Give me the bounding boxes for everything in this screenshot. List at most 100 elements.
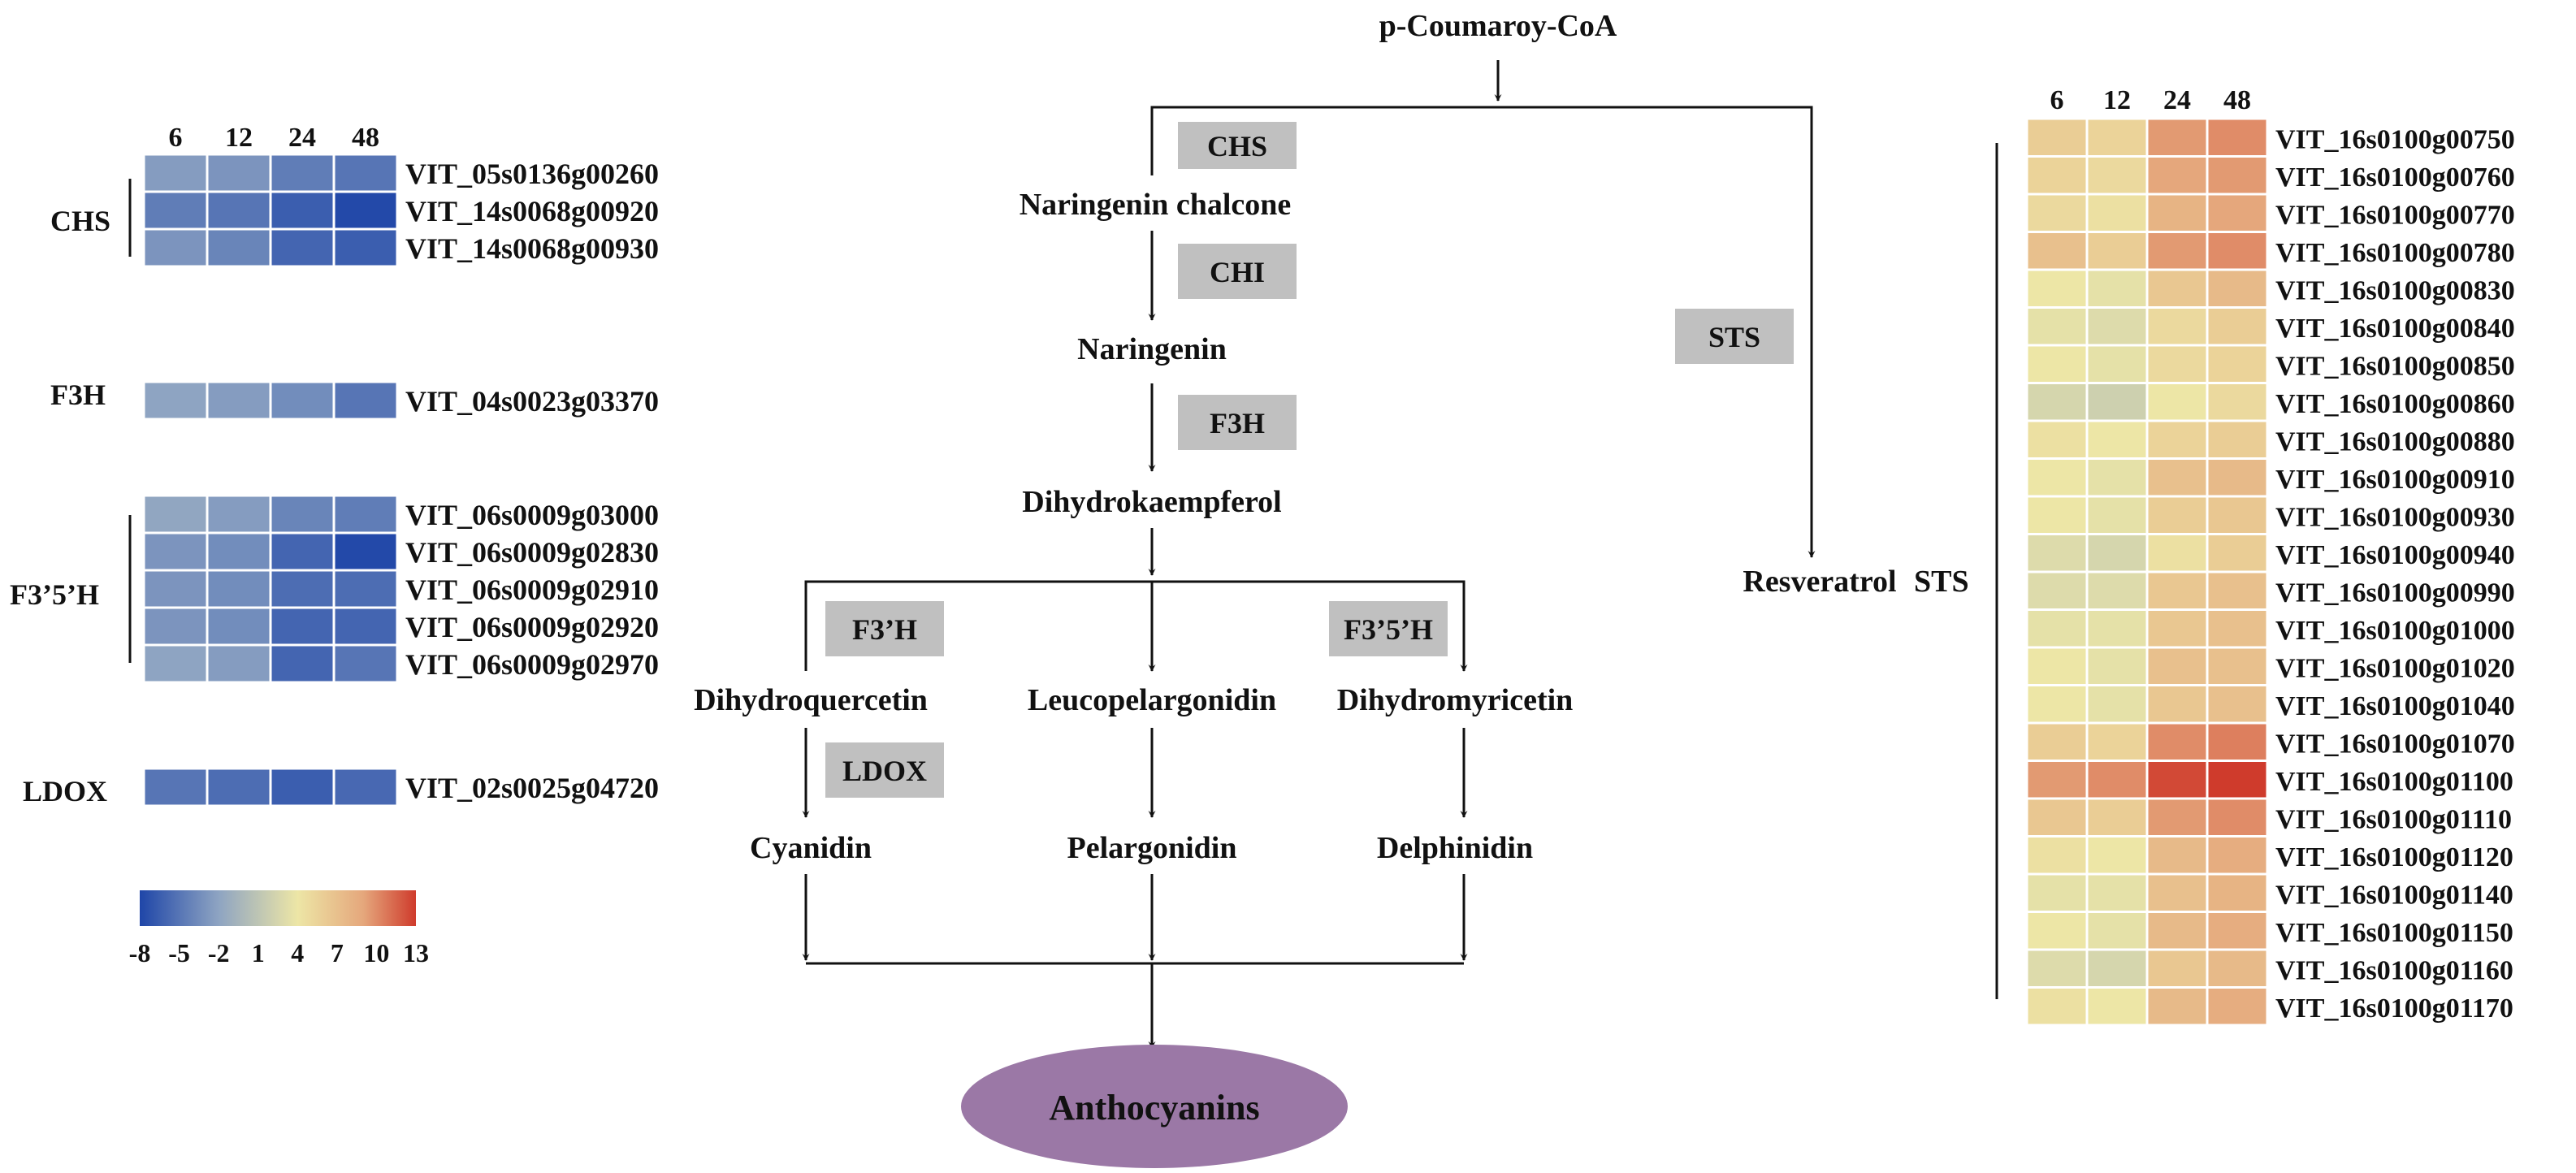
heatmap-cell: [2145, 721, 2209, 762]
heatmap-cell: [206, 494, 272, 535]
color-scale-tick: 1: [252, 938, 265, 967]
gene-label: VIT_16s0100g01170: [2275, 993, 2513, 1024]
metabolite-resveratrol: Resveratrol: [1743, 565, 1896, 599]
heatmap-cell: [206, 606, 272, 647]
heatmap-cell: [206, 767, 272, 807]
heatmap-cell: [2025, 646, 2089, 686]
gene-label: VIT_16s0100g00840: [2275, 314, 2515, 344]
heatmap-cell: [2025, 268, 2089, 309]
heatmap-cell: [2206, 721, 2269, 762]
enzyme-box-f3h: [1178, 395, 1297, 450]
heatmap-cell: [2025, 419, 2089, 460]
gene-label: VIT_16s0100g00930: [2275, 502, 2515, 532]
heatmap-cell: [2085, 344, 2149, 384]
heatmap-cell: [2206, 382, 2269, 422]
heatmap-cell: [2145, 948, 2209, 989]
right-col-label-24: 24: [2163, 85, 2191, 115]
heatmap-cell: [2085, 419, 2149, 460]
gene-label: VIT_16s0100g00780: [2275, 238, 2515, 268]
color-scale-tick: -2: [208, 938, 230, 967]
heatmap-cell: [2145, 155, 2209, 196]
enzyme-box-chi: [1178, 244, 1297, 299]
heatmap-cell: [2206, 570, 2269, 611]
heatmap-cell: [2085, 872, 2149, 913]
heatmap-cell: [2085, 117, 2149, 158]
heatmap-cell: [2206, 835, 2269, 876]
heatmap-cell: [2025, 382, 2089, 422]
heatmap-cell: [269, 153, 336, 193]
heatmap-cell: [2145, 872, 2209, 913]
heatmap-cell: [2025, 721, 2089, 762]
heatmap-cell: [2145, 797, 2209, 838]
heatmap-cell: [142, 569, 209, 609]
heatmap-cell: [2085, 608, 2149, 649]
heatmap-cell: [142, 227, 209, 268]
heatmap-cell: [2025, 986, 2089, 1027]
heatmap-cell: [2145, 457, 2209, 498]
heatmap-cell: [206, 569, 272, 609]
heatmap-cell: [2085, 684, 2149, 725]
gene-label: VIT_16s0100g00850: [2275, 351, 2515, 381]
enzyme-f35h: F3’5’H: [1344, 613, 1433, 646]
heatmap-cell: [2145, 986, 2209, 1027]
heatmap-cell: [269, 227, 336, 268]
heatmap-cell: [2085, 155, 2149, 196]
end-product-anthocyanins: Anthocyanins: [1049, 1088, 1259, 1128]
heatmap-cell: [2085, 646, 2149, 686]
color-scale-tick: 10: [363, 938, 389, 967]
heatmap-cell: [2025, 533, 2089, 574]
heatmap-cell: [206, 380, 272, 421]
heatmap-cell: [2025, 457, 2089, 498]
gene-label: VIT_16s0100g00940: [2275, 540, 2515, 570]
heatmap-cell: [2145, 231, 2209, 271]
heatmap-cell: [2025, 911, 2089, 951]
heatmap-cell: [332, 767, 399, 807]
gene-label: VIT_16s0100g01120: [2275, 842, 2513, 872]
group-label-chs: CHS: [50, 205, 110, 237]
gene-label: VIT_06s0009g03000: [405, 499, 659, 531]
heatmap-cell: [2025, 760, 2089, 800]
enzyme-box-sts: [1675, 309, 1794, 364]
left-heatmap-column-labels: 6 12 24 48: [169, 123, 380, 153]
heatmap-cell: [2206, 872, 2269, 913]
heatmap-cell: [206, 643, 272, 684]
heatmap-cell: [2085, 797, 2149, 838]
gene-label: VIT_04s0023g03370: [405, 385, 659, 418]
heatmap-cell: [2025, 570, 2089, 611]
enzyme-box-f3ph: [825, 601, 944, 656]
right-col-label-6: 6: [2050, 85, 2064, 115]
heatmap-cell: [2145, 419, 2209, 460]
heatmap-cell: [2085, 570, 2149, 611]
heatmap-cell: [2025, 117, 2089, 158]
heatmap-cell: [332, 606, 399, 647]
gene-label: VIT_16s0100g00770: [2275, 200, 2515, 230]
left-col-label-12: 12: [225, 123, 253, 153]
color-scale-tick: 13: [403, 938, 429, 967]
metabolite-pelargonidin: Pelargonidin: [1067, 831, 1236, 865]
enzyme-chi: CHI: [1210, 256, 1265, 288]
heatmap-cell: [2085, 193, 2149, 233]
heatmap-cell: [2206, 797, 2269, 838]
heatmap-cell: [2206, 306, 2269, 347]
gene-label: VIT_16s0100g00880: [2275, 426, 2515, 457]
gene-label: VIT_06s0009g02920: [405, 611, 659, 643]
heatmap-cell: [2025, 306, 2089, 347]
heatmap-cell: [332, 190, 399, 231]
gene-label: VIT_14s0068g00920: [405, 195, 659, 227]
heatmap-cell: [2025, 684, 2089, 725]
heatmap-cell: [2085, 306, 2149, 347]
heatmap-cell: [332, 227, 399, 268]
gene-label: VIT_16s0100g00990: [2275, 578, 2515, 608]
heatmap-cell: [2085, 948, 2149, 989]
group-label-sts: STS: [1914, 565, 1969, 599]
color-scale-tick: -8: [129, 938, 151, 967]
enzyme-sts: STS: [1708, 321, 1760, 353]
heatmap-cell: [269, 190, 336, 231]
heatmap-cell: [2206, 608, 2269, 649]
heatmap-cell: [2145, 344, 2209, 384]
heatmap-cell: [2206, 760, 2269, 800]
gene-label: VIT_16s0100g01040: [2275, 691, 2515, 721]
gene-label: VIT_16s0100g00750: [2275, 124, 2515, 154]
gene-label: VIT_06s0009g02970: [405, 648, 659, 681]
